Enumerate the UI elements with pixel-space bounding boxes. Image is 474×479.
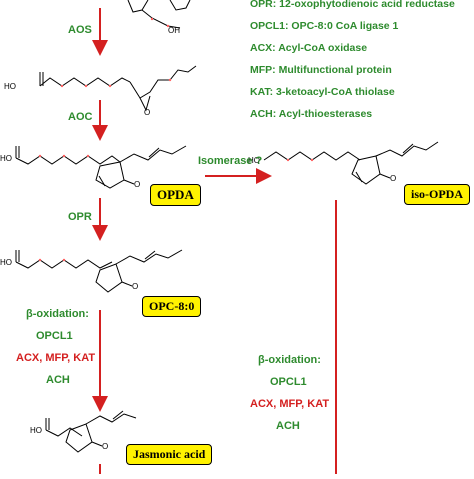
compound-opc: OPC-8:0 <box>142 296 202 317</box>
structure-hydroperoxide <box>127 0 191 29</box>
compound-opda: OPDA <box>150 184 201 206</box>
structure-opc <box>15 249 183 293</box>
structure-allene-oxide <box>39 65 197 112</box>
legend-item-mfp: MFP: Multifunctional protein <box>250 64 392 76</box>
atom-ho-opda: HO <box>0 154 12 163</box>
beta-left-ach: ACH <box>46 374 70 386</box>
legend-item-acx: ACX: Acyl-CoA oxidase <box>250 42 368 54</box>
beta-left-opcl1: OPCL1 <box>36 330 73 342</box>
step-aoc-label: AOC <box>68 111 93 123</box>
beta-left-enzymes: ACX, MFP, KAT <box>16 352 96 364</box>
atom-o-opda: O <box>134 180 141 189</box>
atom-ho-ja: HO <box>30 426 42 435</box>
atom-ho-allene: HO <box>4 82 16 91</box>
step-aos-label: AOS <box>68 24 92 36</box>
beta-right-ach: ACH <box>276 420 300 432</box>
legend-item-ach: ACH: Acyl-thioesterases <box>250 108 373 120</box>
compound-jasmonic-acid: Jasmonic acid <box>126 444 213 465</box>
compound-iso-opda: iso-OPDA <box>404 184 470 205</box>
beta-right-enzymes: ACX, MFP, KAT <box>250 398 330 410</box>
structure-opda <box>15 145 187 189</box>
legend-item-kat: KAT: 3-ketoacyl-CoA thiolase <box>250 86 395 98</box>
legend-item-opcl1: OPCL1: OPC-8:0 CoA ligase 1 <box>250 20 399 32</box>
atom-o-epoxide: O <box>144 108 151 117</box>
beta-left-title: β-oxidation: <box>26 308 89 320</box>
atom-ho-opc: HO <box>0 258 12 267</box>
atom-ho-iso-opda: HO <box>248 156 260 165</box>
step-opr-label: OPR <box>68 211 92 223</box>
atom-o-iso-opda: O <box>390 174 397 183</box>
legend-item-opr: OPR: 12-oxophytodienoic acid reductase <box>250 0 455 10</box>
step-isomerase-label: Isomerase ? <box>198 155 263 167</box>
beta-right-opcl1: OPCL1 <box>270 376 307 388</box>
atom-oh-top: OH <box>168 26 180 35</box>
structure-iso-opda <box>263 141 439 185</box>
structure-jasmonic-acid <box>45 410 137 453</box>
beta-right-title: β-oxidation: <box>258 354 321 366</box>
atom-o-ja: O <box>102 442 109 451</box>
atom-o-opc: O <box>132 282 139 291</box>
